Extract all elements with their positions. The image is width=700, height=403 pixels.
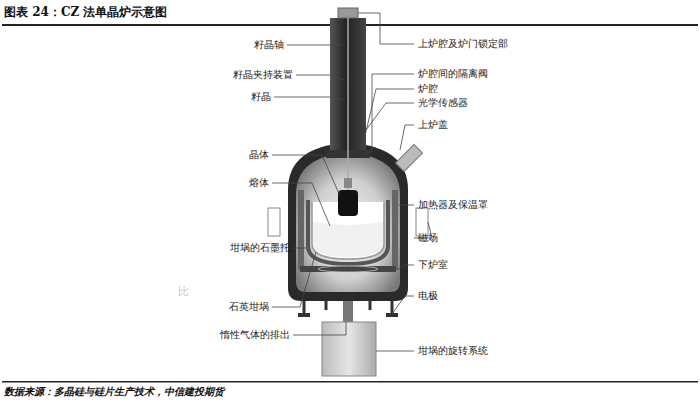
heater [298,190,304,270]
part-label: 炉腔间的隔离阀 [418,67,488,81]
part-label: 电极 [418,289,438,303]
bottom-plate [300,266,396,272]
part-label: 磁场 [418,231,438,245]
electrode [298,313,310,317]
part-label: 坩埚的石墨托 [230,241,290,255]
rotation-mark [318,266,378,272]
part-label: 光学传感器 [418,96,468,110]
watermark: 比 [178,285,189,299]
part-label: 晶体 [249,148,269,162]
part-label: 坩埚的旋转系统 [418,344,488,358]
leader-line [272,45,346,335]
part-label: 惰性气体的排出 [220,328,290,342]
figure-title: 图表 24：CZ 法单晶炉示意图 [4,3,167,21]
part-label: 上炉腔及炉门锁定部 [418,37,508,51]
seed-holder [344,178,352,188]
seed-shaft [347,18,349,190]
part-label: 籽晶 [251,90,271,104]
source-caption: 数据来源：多晶硅与硅片生产技术，中信建投期货 [4,385,224,399]
part-label: 加热器及保温罩 [418,198,488,212]
part-label: 熔体 [249,176,269,190]
part-label: 籽晶轴 [254,38,284,52]
part-label: 籽晶夹持装置 [233,68,293,82]
rotation-system [322,322,376,376]
part-label: 石英坩埚 [229,300,269,314]
part-label: 上炉盖 [418,118,448,132]
part-label: 下炉室 [418,258,448,272]
melt [313,222,383,257]
crystal [338,190,358,216]
top-cap [338,8,358,18]
caption-rule [2,381,698,383]
magnet [268,208,280,236]
part-label: 炉腔 [418,82,438,96]
optical-sensor [396,145,423,172]
heater [392,190,398,270]
magnet [416,208,428,236]
